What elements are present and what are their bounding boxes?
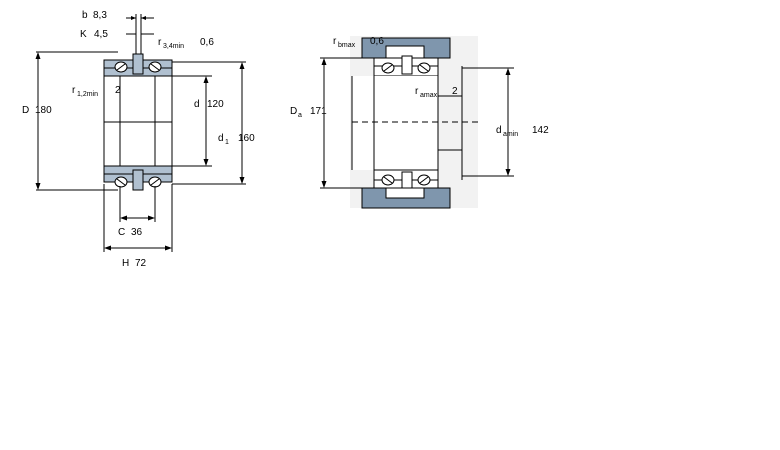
label-d-value: 120 (207, 99, 224, 110)
label-C-value: 36 (131, 227, 143, 238)
label-C-symbol: C (118, 227, 125, 238)
label-r12-sub: 1,2min (77, 91, 98, 98)
label-r12-symbol: r (72, 85, 76, 96)
label-ra-value: 2 (452, 86, 458, 97)
label-Da-sub: a (298, 112, 302, 119)
left-view-labels: b 8,3 K 4,5 r 3,4min 0,6 r 1,2min 2 D 18… (22, 10, 255, 269)
label-Da-symbol: D (290, 106, 297, 117)
label-r34-symbol: r (158, 37, 162, 48)
label-H-value: 72 (135, 258, 147, 269)
label-d1-value: 160 (238, 133, 255, 144)
label-K-symbol: K (80, 29, 87, 40)
shaft-washer-upper (132, 53, 144, 75)
label-H-symbol: H (122, 258, 129, 269)
label-rb-symbol: r (333, 36, 337, 47)
label-rb-sub: bmax (338, 42, 356, 49)
shaft (352, 76, 438, 170)
right-mounting-view (320, 36, 514, 209)
label-Da-value: 171 (310, 106, 327, 117)
label-rb-value: 0,6 (370, 36, 384, 47)
label-ra-symbol: r (415, 86, 419, 97)
label-d-symbol: d (194, 99, 200, 110)
shaft-washer-lower (132, 169, 144, 191)
label-K-value: 4,5 (94, 29, 108, 40)
label-D-value: 180 (35, 105, 52, 116)
left-bearing-view (35, 14, 246, 252)
label-r12-value: 2 (115, 85, 121, 96)
label-d1-symbol: d (218, 133, 224, 144)
label-b-value: 8,3 (93, 10, 107, 21)
label-d1-sub: 1 (225, 139, 229, 146)
label-da-symbol: d (496, 125, 502, 136)
label-r34-value: 0,6 (200, 37, 214, 48)
label-da-sub: amin (503, 131, 518, 138)
label-b-symbol: b (82, 10, 88, 21)
label-r34-sub: 3,4min (163, 43, 184, 50)
right-view-labels: r bmax 0,6 r amax 2 D a 171 d amin 142 (290, 36, 549, 138)
label-D-symbol: D (22, 105, 29, 116)
label-da-value: 142 (532, 125, 549, 136)
label-ra-sub: amax (420, 92, 438, 99)
